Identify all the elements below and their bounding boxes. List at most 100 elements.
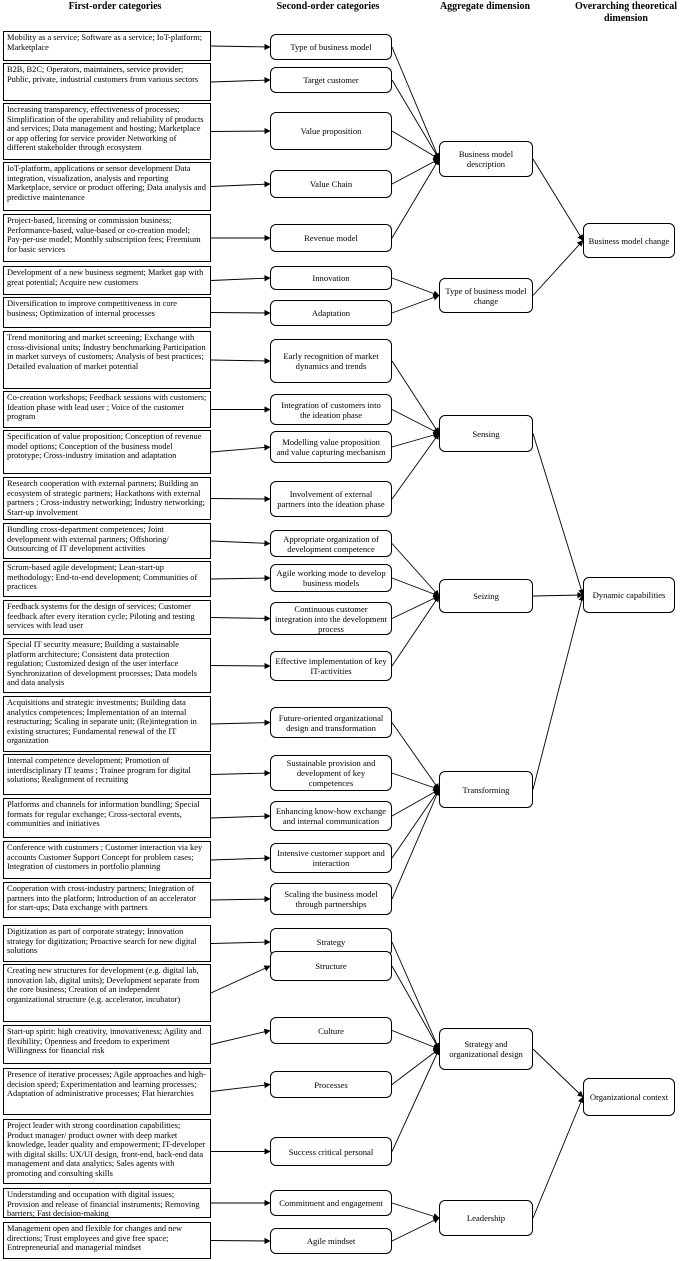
second-order-box: Effective implementation of key IT-activ…	[270, 651, 392, 681]
second-order-box: Enhancing know-how exchange and internal…	[270, 801, 392, 831]
second-to-aggregate-arrow	[391, 577, 440, 597]
first-order-box: Digitization as part of corporate strate…	[3, 925, 211, 962]
first-order-box: Start-up spirit: high creativity, innova…	[3, 1025, 211, 1064]
second-order-box: Revenue model	[270, 224, 392, 252]
second-order-box: Commitment and engagement	[270, 1190, 392, 1216]
second-to-aggregate-arrow	[391, 1202, 440, 1220]
first-to-second-arrow	[210, 357, 271, 365]
second-to-aggregate-arrow	[391, 158, 440, 239]
first-to-second-arrow	[210, 813, 271, 820]
first-order-box: Scrum-based agile development; Lean-star…	[3, 561, 211, 597]
first-to-second-arrow	[210, 615, 271, 622]
second-to-aggregate-arrow	[391, 79, 440, 160]
second-to-aggregate-arrow	[391, 1048, 440, 1085]
first-to-second-arrow	[210, 574, 271, 582]
first-order-box: Trend monitoring and market screening; E…	[3, 331, 211, 389]
second-order-box: Future-oriented organizational design an…	[270, 707, 392, 738]
first-order-box: IoT-platform, applications or sensor dev…	[3, 162, 211, 211]
second-order-box: Sustainable provision and development of…	[270, 755, 392, 791]
second-order-box: Modelling value proposition and value ca…	[270, 431, 392, 463]
second-order-box: Structure	[270, 951, 392, 981]
second-to-aggregate-arrow	[391, 941, 440, 1050]
second-order-box: Adaptation	[270, 300, 392, 326]
first-order-box: Research cooperation with external partn…	[3, 477, 211, 520]
header-aggregate-dimension: Aggregate dimension	[439, 1, 531, 12]
second-to-aggregate-arrow	[391, 772, 440, 791]
first-order-box: Acquisitions and strategic investments; …	[3, 696, 211, 752]
second-to-aggregate-arrow	[391, 432, 440, 448]
first-to-second-arrow	[210, 309, 271, 317]
first-to-second-arrow	[210, 77, 271, 84]
first-order-box: Bundling cross-department competences; J…	[3, 523, 211, 559]
aggregate-box: Strategy and organizational design	[439, 1028, 533, 1070]
aggregate-box: Leadership	[439, 1200, 533, 1236]
second-to-aggregate-arrow	[391, 543, 440, 597]
header-first-order: First-order categories	[68, 1, 162, 12]
second-order-box: Scaling the business model through partn…	[270, 883, 392, 915]
first-order-box: Project leader with strong coordination …	[3, 1119, 211, 1184]
second-to-aggregate-arrow	[391, 277, 440, 297]
first-order-box: Increasing transparency, effectiveness o…	[3, 103, 211, 160]
first-order-box: Mobility as a service; Software as a ser…	[3, 31, 211, 61]
second-order-box: Integration of customers into the ideati…	[270, 394, 392, 425]
second-order-box: Value proposition	[270, 112, 392, 150]
first-order-box: Conference with customers ; Customer int…	[3, 841, 211, 879]
header-overarching-dimension: Overarching theoretical dimension	[574, 1, 678, 24]
aggregate-to-overarching-arrow	[532, 433, 585, 596]
second-order-box: Culture	[270, 1017, 392, 1044]
second-order-box: Early recognition of market dynamics and…	[270, 339, 392, 383]
first-order-box: Internal competence development; Promoti…	[3, 754, 211, 795]
first-to-second-arrow	[210, 1082, 271, 1092]
second-to-aggregate-arrow	[391, 965, 440, 1050]
first-to-second-arrow	[210, 895, 271, 903]
first-order-box: Specification of value proposition; Conc…	[3, 430, 211, 474]
first-to-second-arrow	[210, 43, 271, 51]
first-to-second-arrow	[210, 965, 271, 994]
second-to-aggregate-arrow	[391, 788, 440, 859]
second-to-aggregate-arrow	[391, 294, 440, 314]
first-order-box: Development of a new business segment; M…	[3, 266, 211, 295]
second-to-aggregate-arrow	[391, 1048, 440, 1152]
aggregate-box: Seizing	[439, 579, 533, 613]
first-order-box: Management open and flexible for changes…	[3, 1222, 211, 1259]
second-to-aggregate-arrow	[391, 788, 440, 900]
first-to-second-arrow	[210, 1028, 271, 1045]
aggregate-to-overarching-arrow	[532, 158, 584, 242]
second-to-aggregate-arrow	[391, 1217, 440, 1242]
first-order-box: Platforms and channels for information b…	[3, 798, 211, 838]
second-to-aggregate-arrow	[391, 595, 440, 667]
first-order-box: Presence of iterative processes; Agile a…	[3, 1068, 211, 1115]
aggregate-to-overarching-arrow	[532, 1096, 584, 1219]
overarching-box: Dynamic capabilities	[583, 577, 675, 613]
first-to-second-arrow	[210, 444, 271, 453]
second-order-box: Agile working mode to develop business m…	[270, 564, 392, 592]
second-order-box: Value Chain	[270, 170, 392, 198]
first-order-box: Creating new structures for development …	[3, 964, 211, 1022]
header-second-order: Second-order categories	[276, 1, 380, 12]
second-to-aggregate-arrow	[391, 722, 440, 791]
second-order-box: Intensive customer support and interacti…	[270, 843, 392, 873]
second-order-box: Type of business model	[270, 34, 392, 60]
first-to-second-arrow	[210, 938, 271, 946]
overarching-box: Organizational context	[583, 1078, 675, 1116]
aggregate-box: Transforming	[439, 771, 533, 808]
second-order-box: Innovation	[270, 266, 392, 290]
first-to-second-arrow	[210, 181, 271, 188]
first-to-second-arrow	[210, 275, 271, 282]
aggregate-box: Sensing	[439, 415, 533, 452]
first-to-second-arrow	[210, 127, 271, 135]
first-order-box: Cooperation with cross-industry partners…	[3, 882, 211, 918]
second-order-box: Involvement of external partners into th…	[270, 481, 392, 517]
second-to-aggregate-arrow	[391, 46, 440, 160]
second-to-aggregate-arrow	[391, 1030, 440, 1050]
first-order-box: Special IT security measure; Building a …	[3, 638, 211, 693]
second-to-aggregate-arrow	[391, 432, 440, 500]
aggregate-box: Type of business model change	[439, 278, 533, 313]
aggregate-to-overarching-arrow	[532, 591, 584, 599]
first-to-second-arrow	[210, 540, 271, 547]
second-to-aggregate-arrow	[391, 360, 440, 435]
aggregate-to-overarching-arrow	[532, 1048, 584, 1098]
first-to-second-arrow	[210, 855, 271, 862]
second-order-box: Success critical personal	[270, 1137, 392, 1166]
